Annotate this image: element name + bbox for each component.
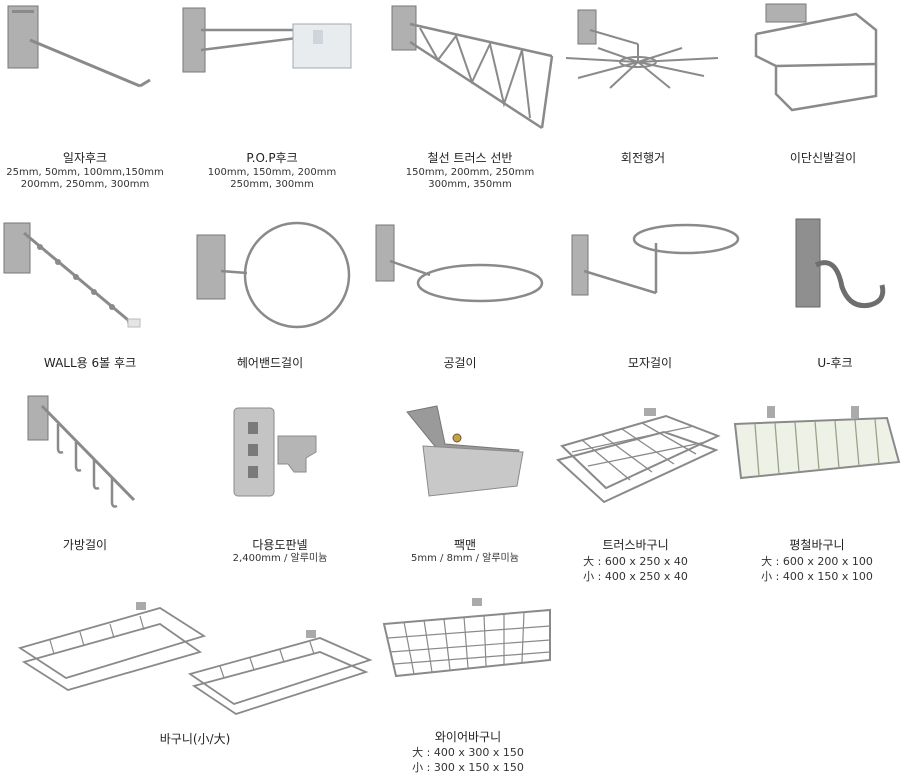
truss-basket-image bbox=[555, 408, 721, 504]
product-name: 와이어바구니 bbox=[434, 730, 502, 744]
product-spec: 大 : 400 x 300 x 150 bbox=[412, 746, 524, 759]
product-name: 공걸이 bbox=[443, 356, 477, 370]
product-spec: 250mm, 300mm bbox=[230, 179, 314, 190]
wire-basket-image bbox=[382, 598, 551, 678]
product-spec: 25mm, 50mm, 100mm,150mm bbox=[6, 167, 164, 178]
product-spec: 大 : 600 x 200 x 100 bbox=[761, 555, 873, 568]
product-name: 이단신발걸이 bbox=[789, 151, 857, 165]
shoe-hanger-image bbox=[754, 3, 878, 112]
product-packman: 팩맨 5mm / 8mm / 알루미늄 bbox=[385, 388, 545, 568]
basket-pair-image bbox=[17, 602, 373, 715]
product-ball-hanger: 공걸이 bbox=[370, 205, 550, 375]
hairband-hanger-image bbox=[196, 221, 351, 329]
ball-hanger-image bbox=[375, 224, 544, 303]
product-wall-6-ball-hook: WALL용 6볼 후크 bbox=[0, 205, 180, 375]
packman-image bbox=[406, 405, 524, 497]
product-name: 철선 트러스 선반 bbox=[427, 151, 513, 165]
six-ball-hook-image bbox=[3, 222, 141, 328]
truss-shelf-image bbox=[391, 5, 554, 130]
product-wire-basket: 와이어바구니 大 : 400 x 300 x 150 小 : 300 x 150… bbox=[378, 598, 558, 776]
product-name: 트러스바구니 bbox=[602, 538, 669, 552]
product-spec: 100mm, 150mm, 200mm bbox=[207, 167, 337, 178]
product-multipurpose-panel: 다용도판넬 2,400mm / 알루미늄 bbox=[200, 388, 360, 568]
product-bag-hanger: 가방걸이 bbox=[0, 388, 170, 558]
product-spec: 大 : 600 x 250 x 40 bbox=[583, 555, 688, 568]
product-name: 회전행거 bbox=[620, 151, 666, 165]
product-spec: 小 : 400 x 150 x 100 bbox=[761, 570, 873, 583]
product-name: WALL용 6볼 후크 bbox=[43, 356, 137, 370]
product-hairband-hanger: 헤어밴드걸이 bbox=[185, 205, 355, 375]
product-wire-truss-shelf: 철선 트러스 선반 150mm, 200mm, 250mm 300mm, 350… bbox=[380, 0, 560, 200]
product-name: 바구니(小/大) bbox=[159, 732, 231, 746]
product-pop-hook: P.O.P후크 100mm, 150mm, 200mm 250mm, 300mm bbox=[177, 0, 367, 200]
product-rotating-hanger: 회전행거 bbox=[558, 0, 728, 200]
product-name: 팩맨 bbox=[453, 538, 477, 552]
bag-hanger-image bbox=[27, 395, 136, 508]
product-spec: 小 : 300 x 150 x 150 bbox=[412, 761, 524, 774]
product-name: P.O.P후크 bbox=[246, 151, 298, 165]
product-spec: 300mm, 350mm bbox=[428, 179, 512, 190]
product-spec: 200mm, 250mm, 300mm bbox=[20, 179, 150, 190]
product-spec: 小 : 400 x 250 x 40 bbox=[583, 570, 688, 583]
product-name: 평철바구니 bbox=[789, 538, 845, 552]
product-name: 모자걸이 bbox=[627, 356, 673, 370]
product-spec: 150mm, 200mm, 250mm bbox=[405, 167, 535, 178]
u-hook-image bbox=[795, 218, 886, 309]
panel-image bbox=[233, 407, 317, 497]
product-basket-small-large: 바구니(小/大) bbox=[10, 598, 380, 748]
pop-hook-image bbox=[182, 7, 352, 73]
product-name: 일자후크 bbox=[62, 151, 108, 165]
product-spec: 5mm / 8mm / 알루미늄 bbox=[411, 553, 519, 564]
product-name: U-후크 bbox=[817, 356, 853, 370]
hat-hanger-image bbox=[571, 223, 740, 296]
product-u-hook: U-후크 bbox=[760, 205, 910, 375]
product-name: 다용도판넬 bbox=[252, 538, 308, 552]
rotating-hanger-image bbox=[565, 9, 719, 89]
product-truss-basket: 트러스바구니 大 : 600 x 250 x 40 小 : 400 x 250 … bbox=[548, 388, 723, 588]
product-spec: 2,400mm / 알루미늄 bbox=[232, 553, 328, 564]
product-flat-iron-basket: 평철바구니 大 : 600 x 200 x 100 小 : 400 x 150 … bbox=[727, 388, 907, 588]
straight-hook-image bbox=[7, 5, 151, 88]
product-double-shoe-hanger: 이단신발걸이 bbox=[736, 0, 910, 200]
flat-iron-basket-image bbox=[733, 406, 901, 480]
product-name: 가방걸이 bbox=[62, 538, 108, 552]
product-straight-hook: 일자후크 25mm, 50mm, 100mm,150mm 200mm, 250m… bbox=[0, 0, 170, 200]
product-hat-hanger: 모자걸이 bbox=[560, 205, 740, 375]
product-name: 헤어밴드걸이 bbox=[236, 356, 304, 370]
